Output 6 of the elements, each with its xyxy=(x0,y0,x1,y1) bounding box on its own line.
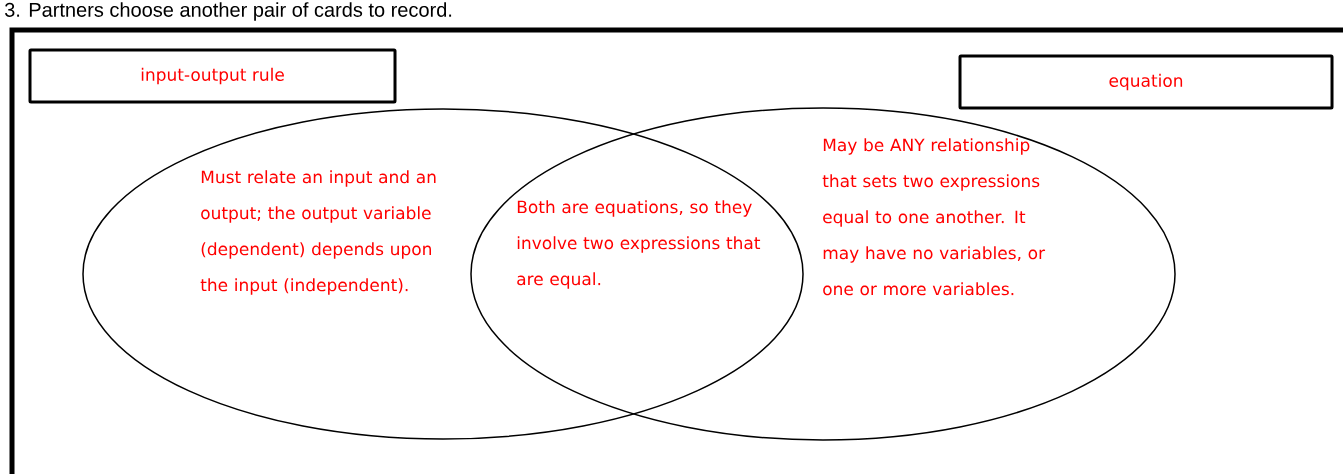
label-box: input-output rule xyxy=(28,48,397,104)
heading: 3. Partners choose another pair of cards to record. xyxy=(4,2,452,21)
overlap-text: Both are equations, so they involve two expressions that are equal. xyxy=(517,200,761,289)
circle-text: Must relate an input and an output; the output variable (dependent) depends upon the input (independent). xyxy=(200,170,436,295)
circle-text: May be ANY relationship that sets two expressions equal to one another. It may have no variables, or one or more variables. xyxy=(822,138,1046,296)
label-box: equation xyxy=(958,54,1334,110)
